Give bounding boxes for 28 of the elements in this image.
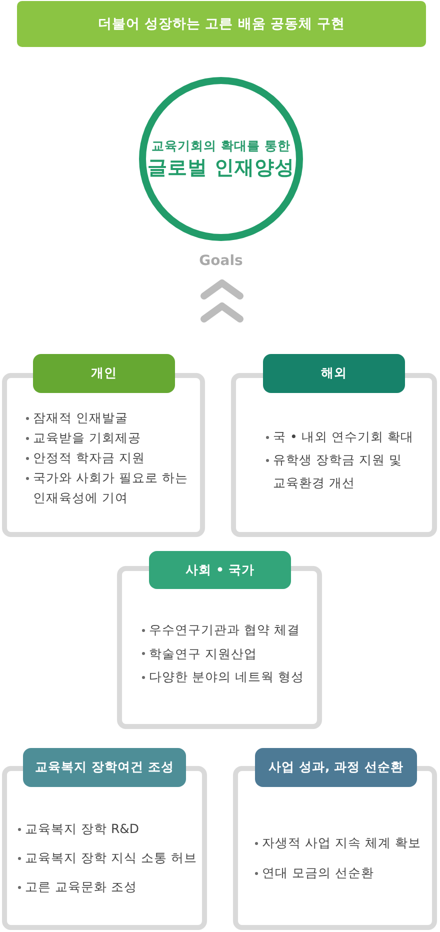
bullet-text: 국 • 내외 연수기회 확대 (273, 428, 414, 446)
bullet-text: 학술연구 지원산업 (149, 644, 258, 662)
category-tab: 사업 성과, 과정 선순환 (255, 748, 417, 787)
category-card (231, 354, 437, 537)
circle-title: 글로벌 인재양성 (148, 156, 294, 180)
category-card (2, 354, 205, 537)
circle-subtitle: 교육기회의 확대를 통한 (152, 138, 290, 154)
bullet-text: 교육복지 장학 지식 소통 허브 (25, 849, 198, 867)
category-card (233, 748, 437, 930)
bullet-text: 안정적 학자금 지원 (33, 449, 146, 467)
section-label: Goals (198, 252, 244, 271)
category-card (2, 748, 207, 930)
bullet-text: 연대 모금의 선순환 (262, 864, 375, 882)
bullet-text: 국가와 사회가 필요로 하는 인재육성에 기여 (33, 469, 189, 507)
bullet-text: 우수연구기관과 협약 체결 (149, 621, 301, 639)
category-tab: 사회 • 국가 (149, 551, 291, 589)
banner: 더불어 성장하는 고른 배움 공동체 구현 (17, 1, 426, 47)
category-tab: 해외 (263, 354, 405, 393)
bullet-text: 고른 교육문화 조성 (25, 878, 138, 896)
category-tab: 개인 (33, 354, 175, 393)
bullet-text: 자생적 사업 지속 체계 확보 (262, 834, 422, 852)
bullet-text: 유학생 장학금 지원 및 교육환경 개선 (273, 451, 403, 492)
bullet-text: 잠재적 인재발굴 (33, 409, 129, 427)
category-tab: 교육복지 장학여건 조성 (23, 748, 186, 787)
bullet-text: 다양한 분야의 네트웍 형성 (149, 668, 305, 686)
bullet-text: 교육복지 장학 R&D (25, 820, 140, 838)
bullet-text: 교육받을 기회제공 (33, 429, 142, 447)
category-card (117, 551, 322, 729)
